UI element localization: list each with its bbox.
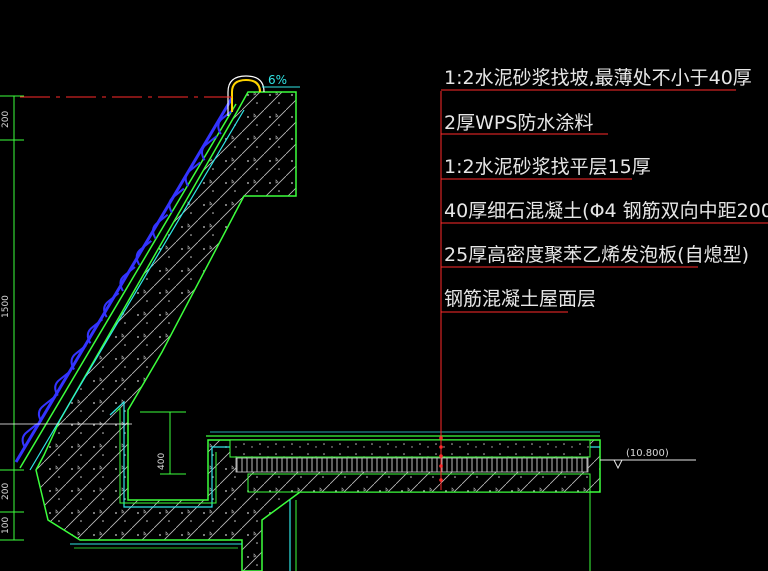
roof-tile <box>103 292 120 318</box>
parapet-dimension: 400 <box>140 411 186 475</box>
roof-tile <box>70 344 87 370</box>
annotation-texts: 1:2水泥砂浆找坡,最薄处不小于40厚 2厚WPS防水涂料 1:2水泥砂浆找平层… <box>444 67 768 310</box>
roof-tile <box>152 213 169 240</box>
dim-200-bottom: 200 <box>1 483 11 500</box>
roof-tile <box>217 109 234 135</box>
screed-layer <box>229 439 591 458</box>
roof-tile <box>184 161 201 187</box>
gutter-inner-outline-2 <box>115 406 217 504</box>
roof-tiles <box>21 109 234 449</box>
ridge-cap <box>231 78 261 112</box>
annotation-leader <box>439 89 768 490</box>
roof-tile <box>37 396 55 423</box>
annotation-2: 2厚WPS防水涂料 <box>444 112 593 134</box>
slope-label: 6% <box>268 73 287 87</box>
annotation-5: 25厚高密度聚苯乙烯发泡板(自熄型) <box>444 244 749 266</box>
annotation-4: 40厚细石混凝土(Φ4 钢筋双向中距200) <box>444 200 768 222</box>
dim-400: 400 <box>157 453 167 470</box>
dim-200-top: 200 <box>1 111 11 128</box>
annotation-1: 1:2水泥砂浆找坡,最薄处不小于40厚 <box>444 67 752 89</box>
roof-tile <box>135 240 152 266</box>
rc-roof-slab <box>247 473 591 493</box>
annotation-3: 1:2水泥砂浆找平层15厚 <box>444 156 651 178</box>
elevation-label: (10.800) <box>626 448 669 459</box>
insulation-board-layer <box>235 457 589 473</box>
roof-tile <box>86 318 104 344</box>
roof-layers <box>70 431 600 571</box>
roof-tile <box>21 423 38 449</box>
roof-tile <box>119 266 136 292</box>
dim-100: 100 <box>1 517 11 534</box>
left-dimension-chain: 200 1500 200 100 <box>0 95 132 541</box>
roof-tile <box>168 187 185 214</box>
roof-tile <box>54 370 71 397</box>
annotation-6: 钢筋混凝土屋面层 <box>444 288 596 310</box>
roof-tile <box>201 135 218 161</box>
dim-1500: 1500 <box>1 295 11 318</box>
sloped-roof <box>14 75 265 471</box>
elevation-marker: (10.800) <box>600 448 696 470</box>
